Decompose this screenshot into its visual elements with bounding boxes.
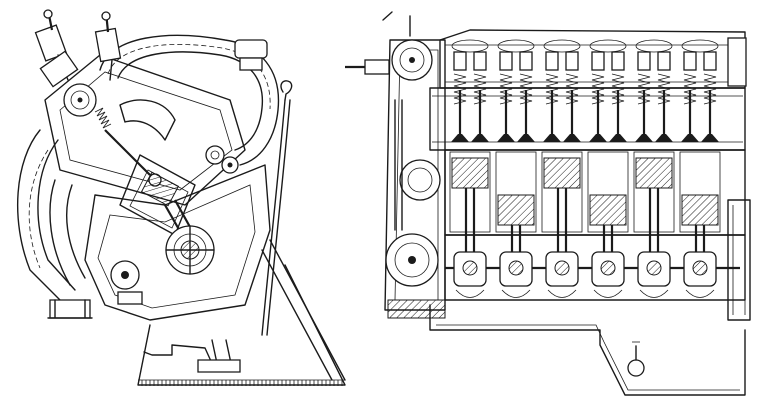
valve-head [471, 134, 489, 142]
valve-spring [683, 73, 697, 105]
counterweight [593, 289, 623, 298]
valve [563, 51, 581, 142]
valve [701, 51, 719, 142]
valve-spring [519, 73, 533, 105]
cam-lobe [497, 39, 535, 53]
valve [589, 51, 607, 142]
valve-spring [611, 73, 625, 105]
crankcase [444, 234, 746, 301]
valve [497, 51, 515, 142]
valve [655, 51, 673, 142]
cam-lobe [635, 39, 673, 53]
valve-bucket [499, 51, 513, 71]
crank-pin [508, 260, 524, 276]
valve [517, 51, 535, 142]
cylinder-bore [587, 151, 629, 233]
valve-spring [637, 73, 651, 105]
cylinder-bore [495, 151, 537, 233]
valve-bucket [545, 51, 559, 71]
crankshaft-section [165, 225, 215, 275]
cylinder-bore [449, 151, 491, 233]
crank-pin [646, 260, 662, 276]
counterweight [455, 289, 485, 298]
cylinder-bore [679, 151, 721, 233]
valve-bucket [611, 51, 625, 71]
valve-spring [591, 73, 605, 105]
crank-pin [462, 260, 478, 276]
counterweight [685, 289, 715, 298]
crank-pin [554, 260, 570, 276]
valve [451, 51, 469, 142]
sump-fins [141, 380, 343, 386]
timing-cover [345, 11, 446, 319]
valve [635, 51, 653, 142]
cam-lobe [543, 39, 581, 53]
valve-bucket [637, 51, 651, 71]
piston [497, 194, 535, 226]
valve-bucket [657, 51, 671, 71]
oil-sump [137, 264, 346, 386]
valve-head [451, 134, 469, 142]
oil-filler-cap [234, 39, 268, 71]
valve-head [609, 134, 627, 142]
flywheel-housing [727, 199, 751, 321]
valve-bucket [473, 51, 487, 71]
piston [589, 194, 627, 226]
valve-spring [545, 73, 559, 105]
valve-head [681, 134, 699, 142]
valve-head [517, 134, 535, 142]
crank-pin [692, 260, 708, 276]
oil-return-line [261, 239, 346, 381]
valve-head [563, 134, 581, 142]
dipstick [261, 80, 293, 336]
valve-spring [453, 73, 467, 105]
piston [681, 194, 719, 226]
valvetrain [451, 39, 719, 142]
counterweight [501, 289, 531, 298]
cylinder-bore [633, 151, 675, 233]
valve-head [635, 134, 653, 142]
valve-head [701, 134, 719, 142]
valve-head [497, 134, 515, 142]
valve [471, 51, 489, 142]
valve-spring [657, 73, 671, 105]
exhaust-manifold [17, 129, 93, 319]
crank-pin [600, 260, 616, 276]
valve-spring [499, 73, 513, 105]
valve-head [543, 134, 561, 142]
valve-head [589, 134, 607, 142]
valve-bucket [703, 51, 717, 71]
transverse-section-view [17, 9, 346, 386]
valve-bucket [519, 51, 533, 71]
cam-lobe [589, 39, 627, 53]
injection-fittings [34, 9, 122, 88]
valve [609, 51, 627, 142]
valve-bucket [453, 51, 467, 71]
valve-spring [473, 73, 487, 105]
oil-pump [110, 156, 239, 305]
counterweight [547, 289, 577, 298]
valve-bucket [683, 51, 697, 71]
longitudinal-section-view [345, 11, 751, 396]
piston [635, 157, 673, 189]
cylinder-head [44, 54, 246, 206]
counterweight [639, 289, 669, 298]
cam-lobe [681, 39, 719, 53]
valve-spring [565, 73, 579, 105]
valve [543, 51, 561, 142]
valve [681, 51, 699, 142]
piston [451, 157, 489, 189]
valve-head [655, 134, 673, 142]
oil-pan [429, 304, 746, 396]
piston [543, 157, 581, 189]
valve-spring [703, 73, 717, 105]
cylinder-bore [541, 151, 583, 233]
cam-lobe [451, 39, 489, 53]
valve-bucket [565, 51, 579, 71]
valve-bucket [591, 51, 605, 71]
